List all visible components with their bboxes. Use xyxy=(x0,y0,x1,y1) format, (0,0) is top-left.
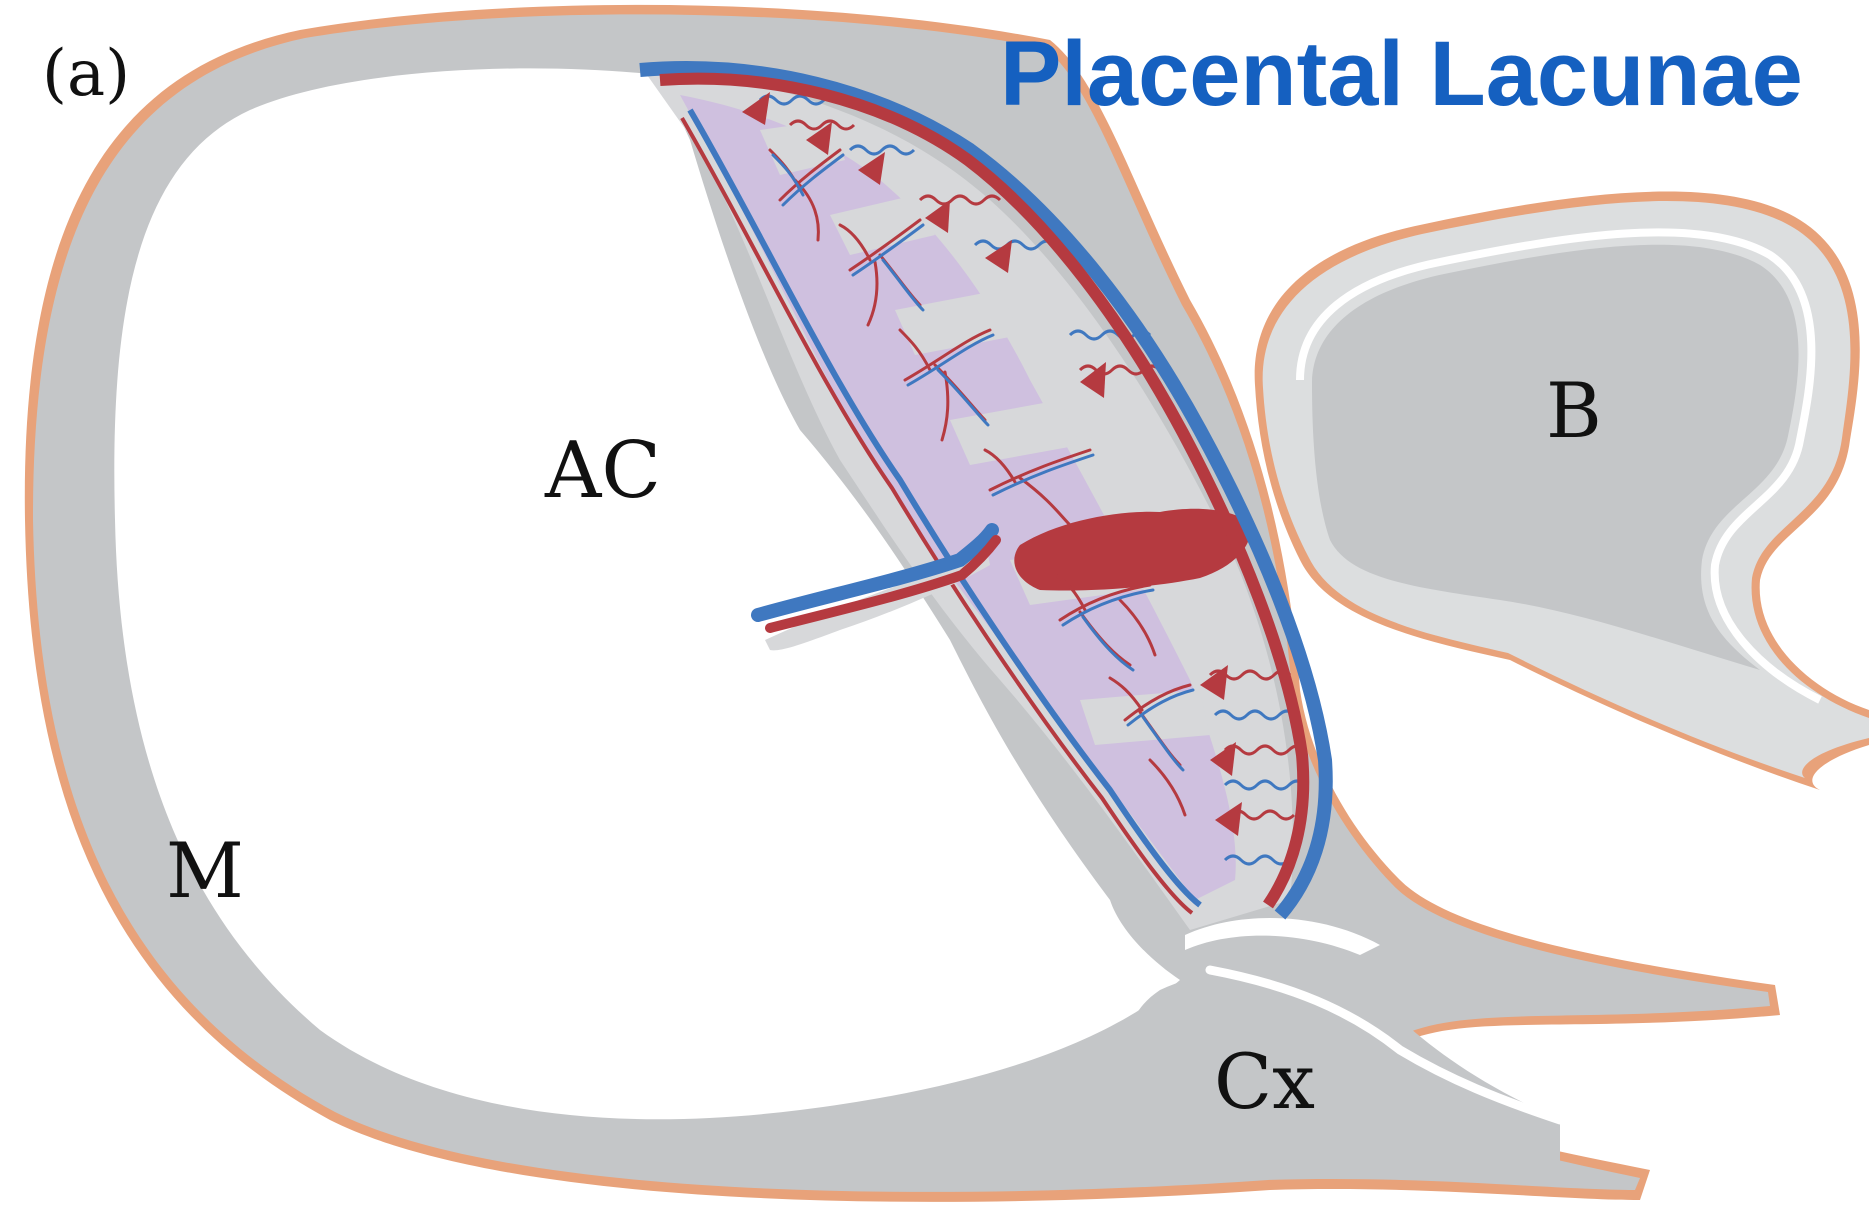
label-bladder: B xyxy=(1546,366,1602,455)
label-cervix: Cx xyxy=(1214,1037,1315,1126)
bladder xyxy=(1255,191,1869,790)
diagram-title: Placental Lacunae xyxy=(1000,23,1803,125)
label-amniotic-cavity: AC xyxy=(544,426,661,516)
label-myometrium: M xyxy=(166,826,244,915)
panel-label: (a) xyxy=(42,37,130,111)
